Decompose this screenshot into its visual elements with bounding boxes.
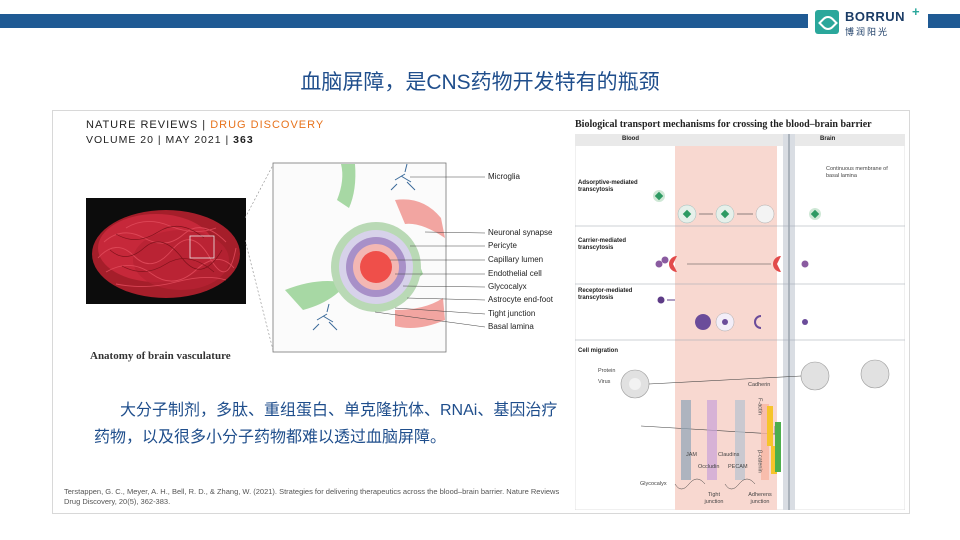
journal-page: 363 <box>233 134 254 146</box>
label-cadherin: Cadherin <box>748 382 771 388</box>
label-glycocalyx: Glycocalyx <box>488 282 527 291</box>
label-adsorptive-mediated: Adsorptive-mediated transcytosis <box>578 180 638 193</box>
label-glycocalyx-transport: Glycocalyx <box>640 481 667 487</box>
label-tight-junction-transport: Tight junction <box>704 492 724 505</box>
label-basal-lamina: Basal lamina <box>488 322 534 331</box>
journal-volume: VOLUME 20 | MAY 2021 | 363 <box>86 134 254 146</box>
label-claudins: Claudins <box>718 452 740 458</box>
capillary-cross-section-diagram <box>245 162 486 353</box>
header-bar-right <box>928 14 960 28</box>
slide-body-text: 大分子制剂，多肽、重组蛋白、单克隆抗体、RNAi、基因治疗药物，以及很多小分子药… <box>94 402 558 446</box>
slide-title: 血脑屏障，是CNS药物开发特有的瓶颈 <box>300 71 660 94</box>
brain-vasculature-image <box>86 198 246 304</box>
label-pericyte: Pericyte <box>488 241 517 250</box>
label-carrier-mediated: Carrier-mediated transcytosis <box>578 238 627 251</box>
label-basal-note: Continuous membrane of basal lamina <box>826 166 888 179</box>
brand-plus: + <box>912 4 920 19</box>
label-pecam: PECAM <box>728 464 748 470</box>
citation-reference: Terstappen, G. C., Meyer, A. H., Bell, R… <box>64 487 560 506</box>
label-virus: Virus <box>598 379 611 385</box>
label-brain: Brain <box>820 136 836 142</box>
label-endothelial-cell: Endothelial cell <box>488 269 542 278</box>
label-f-actin: F-actin <box>756 398 763 415</box>
journal-volume-text: VOLUME 20 | MAY 2021 | <box>86 134 230 146</box>
label-receptor-mediated: Receptor-mediated transcytosis <box>578 288 633 301</box>
label-capillary-lumen: Capillary lumen <box>488 255 544 264</box>
anatomy-caption: Anatomy of brain vasculature <box>90 350 231 362</box>
label-protein: Protein <box>598 368 616 374</box>
label-astrocyte-end-foot: Astrocyte end-foot <box>488 295 553 304</box>
label-neuronal-synapse: Neuronal synapse <box>488 228 553 237</box>
label-occludin: Occludin <box>698 464 720 470</box>
label-beta-catenin: β-catenin <box>756 450 763 473</box>
journal-name-left: NATURE REVIEWS <box>86 119 199 131</box>
brand-subtitle: 博润阳光 <box>845 27 890 37</box>
header-bar <box>0 14 808 28</box>
transport-mechanisms-diagram <box>575 134 905 510</box>
brand-logo: BORRUN + 博润阳光 <box>815 4 925 38</box>
label-jam: JAM <box>686 452 697 458</box>
label-blood: Blood <box>622 136 639 142</box>
brand-name: BORRUN <box>845 9 906 24</box>
label-microglia: Microglia <box>488 172 521 181</box>
label-adherens-junction: Adherens junction <box>748 492 772 505</box>
brand-logo-icon <box>815 10 839 34</box>
transport-diagram-title: Biological transport mechanisms for cros… <box>575 119 872 130</box>
label-cell-migration: Cell migration <box>578 348 619 354</box>
journal-name-right: DRUG DISCOVERY <box>210 119 325 131</box>
label-tight-junction: Tight junction <box>488 309 536 318</box>
journal-name: NATURE REVIEWS | DRUG DISCOVERY <box>86 119 324 131</box>
journal-separator: | <box>198 119 211 131</box>
